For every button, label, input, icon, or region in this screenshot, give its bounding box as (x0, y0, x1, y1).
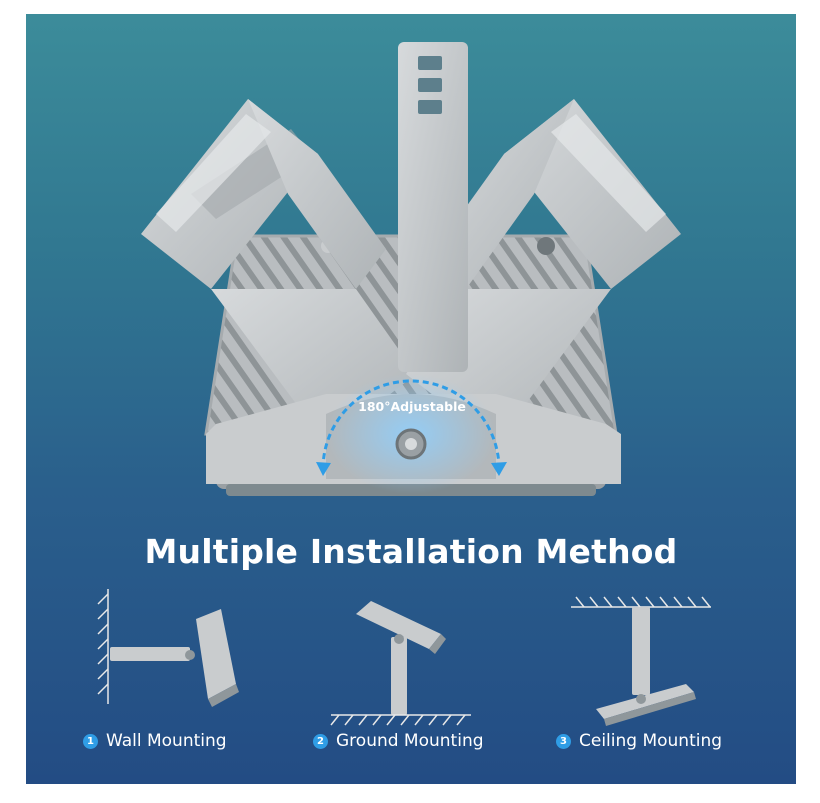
ceiling-mount-icon (556, 589, 756, 729)
method-ground-label: 2 Ground Mounting (313, 729, 484, 753)
adjustable-badge: 180°Adjustable (358, 399, 466, 414)
method-label-text: Ground Mounting (336, 731, 484, 751)
product-image: 180°Adjustable Multiple Installation Met… (26, 14, 796, 784)
ground-mount-icon (311, 589, 511, 729)
number-badge-icon: 1 (83, 733, 98, 749)
number-badge-icon: 2 (313, 733, 328, 749)
method-label-text: Ceiling Mounting (579, 731, 723, 751)
bracket-center (398, 42, 468, 372)
method-ceiling-label: 3 Ceiling Mounting (556, 729, 722, 753)
arrow-right-icon (491, 462, 507, 476)
method-wall-label: 1 Wall Mounting (83, 729, 227, 753)
section-title: Multiple Installation Method (144, 532, 678, 571)
number-badge-icon: 3 (556, 733, 571, 749)
wall-mount-icon (86, 589, 286, 729)
method-label-text: Wall Mounting (106, 731, 227, 751)
arrow-left-icon (316, 462, 331, 476)
floodlight-product-illustration (141, 42, 681, 496)
pivot-bolt-icon (395, 428, 427, 460)
